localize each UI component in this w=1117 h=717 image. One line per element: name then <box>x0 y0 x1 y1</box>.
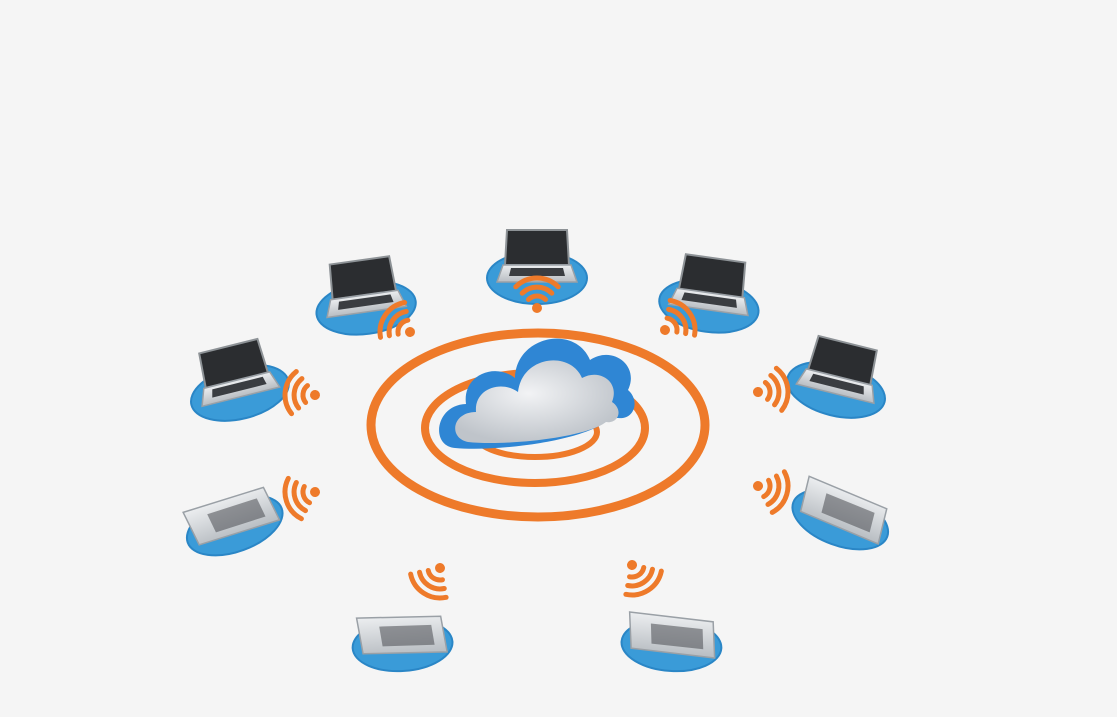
laptop-nodes <box>182 229 890 673</box>
laptop-screen <box>503 229 571 266</box>
wifi-signal-icon <box>282 475 320 522</box>
laptop-keyboard <box>212 376 267 398</box>
laptop-icon <box>658 253 760 334</box>
laptop-icon <box>315 255 417 336</box>
laptop-keyboard <box>379 624 435 647</box>
laptop-icon <box>182 486 284 557</box>
laptop-keyboard <box>509 268 565 276</box>
laptop-icon <box>351 615 454 673</box>
laptop-keyboard <box>809 373 864 395</box>
cloud-icon <box>439 338 635 449</box>
laptop-icon <box>620 611 723 673</box>
wifi-signal-icon <box>753 469 791 515</box>
wifi-signal-icon <box>408 563 449 601</box>
wifi-signal-icon <box>660 297 698 338</box>
laptop-icon <box>190 337 290 422</box>
laptop-keyboard <box>821 493 875 533</box>
wifi-signal-icon <box>282 369 320 417</box>
laptop-keyboard <box>207 498 266 533</box>
laptop-icon <box>786 334 886 419</box>
outer-ring <box>366 328 710 522</box>
laptop-icon <box>791 475 890 551</box>
laptop-keyboard <box>681 292 737 308</box>
laptop-keyboard <box>338 294 394 310</box>
laptop-icon <box>486 229 588 305</box>
wifi-signal-icon <box>623 560 664 598</box>
laptop-keyboard <box>650 623 704 650</box>
wifi-signal-icon <box>513 275 561 313</box>
wifi-signal-icon <box>753 365 791 413</box>
